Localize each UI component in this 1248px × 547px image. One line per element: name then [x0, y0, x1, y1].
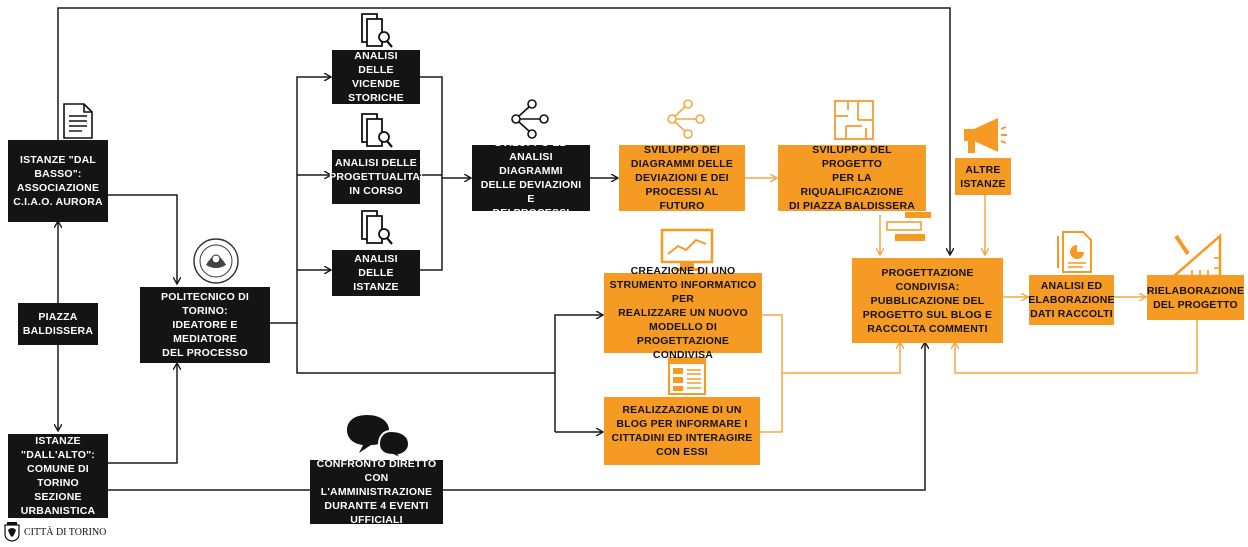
node-analisi-istanze-label: ANALISI DELLE ISTANZE: [353, 253, 399, 293]
node-altre-istanze-label: ALTRE ISTANZE: [960, 163, 1006, 190]
node-sviluppo-analisi-label: SVILUPPO ED ANALISI DIAGRAMMI DELLE DEVI…: [480, 137, 582, 219]
node-analisi-istanze: ANALISI DELLE ISTANZE: [332, 250, 420, 296]
node-sviluppo-analisi: SVILUPPO ED ANALISI DIAGRAMMI DELLE DEVI…: [472, 137, 590, 219]
ruler-pencil-icon: [1170, 233, 1222, 278]
node-analisi-dati-label: ANALISI ED ELABORAZIONE DATI RACCOLTI: [1028, 280, 1115, 320]
report-icon: [1057, 231, 1092, 273]
node-sviluppo-progetto-label: SVILUPPO DEL PROGETTO PER LA RIQUALIFICA…: [788, 144, 916, 212]
node-altre-istanze: ALTRE ISTANZE: [955, 158, 1011, 195]
dark-connectors: [58, 7, 950, 491]
node-sviluppo-futuro-label: SVILUPPO DEI DIAGRAMMI DELLE DEVIAZIONI …: [630, 144, 734, 212]
node-analisi-dati: ANALISI ED ELABORAZIONE DATI RACCOLTI: [1028, 275, 1115, 325]
node-politecnico-label: POLITECNICO DI TORINO: IDEATORE E MEDIAT…: [161, 291, 249, 359]
node-strumento-informatico-label: CREAZIONE DI UNO STRUMENTO INFORMATICO P…: [609, 265, 757, 361]
megaphone-icon: [964, 118, 1007, 153]
logo-text: CITTÀ DI TORINO: [24, 526, 107, 538]
network-icon: [667, 99, 705, 139]
node-istanze-dall-alto: ISTANZE "DALL'ALTO": COMUNE DI TORINO SE…: [8, 434, 108, 518]
search-document-icon: [361, 13, 393, 48]
node-piazza-baldissera-label: PIAZZA BALDISSERA: [22, 311, 94, 337]
orange-connectors: [745, 178, 1198, 433]
node-istanze-dal-basso-label: ISTANZE "DAL BASSO": ASSOCIAZIONE C.I.A.…: [13, 154, 103, 208]
search-document-icon: [361, 210, 393, 245]
node-rielaborazione-label: RIELABORAZIONE DEL PROGETTO: [1146, 284, 1245, 311]
seal-icon: [193, 238, 239, 284]
blog-page-icon: [668, 357, 706, 395]
comments-icon: [886, 212, 931, 241]
node-progettazione-condivisa: PROGETTAZIONE CONDIVISA: PUBBLICAZIONE D…: [852, 258, 1003, 343]
network-icon: [511, 99, 549, 139]
node-analisi-vicende-label: ANALISI DELLE VICENDE STORICHE: [348, 50, 404, 104]
node-blog: REALIZZAZIONE DI UN BLOG PER INFORMARE I…: [604, 397, 760, 465]
node-analisi-progettualita-label: ANALISI DELLE PROGETTUALITA' IN CORSO: [329, 157, 423, 197]
node-rielaborazione: RIELABORAZIONE DEL PROGETTO: [1147, 275, 1244, 320]
torino-crest-icon: [4, 522, 20, 542]
node-confronto-label: CONFRONTO DIRETTO CON L'AMMINISTRAZIONE …: [316, 458, 437, 526]
node-sviluppo-progetto: SVILUPPO DEL PROGETTO PER LA RIQUALIFICA…: [778, 144, 926, 212]
node-analisi-vicende: ANALISI DELLE VICENDE STORICHE: [332, 50, 420, 104]
node-analisi-progettualita: ANALISI DELLE PROGETTUALITA' IN CORSO: [329, 150, 423, 204]
node-piazza-baldissera: PIAZZA BALDISSERA: [18, 303, 98, 345]
node-progettazione-condivisa-label: PROGETTAZIONE CONDIVISA: PUBBLICAZIONE D…: [862, 266, 993, 335]
node-istanze-dal-basso: ISTANZE "DAL BASSO": ASSOCIAZIONE C.I.A.…: [8, 140, 108, 222]
node-politecnico: POLITECNICO DI TORINO: IDEATORE E MEDIAT…: [140, 287, 270, 363]
floorplan-icon: [834, 100, 874, 140]
monitor-chart-icon: [660, 228, 714, 271]
search-document-icon: [361, 113, 393, 148]
node-sviluppo-futuro: SVILUPPO DEI DIAGRAMMI DELLE DEVIAZIONI …: [619, 144, 745, 212]
citta-di-torino-logo: CITTÀ DI TORINO: [4, 522, 106, 542]
node-confronto: CONFRONTO DIRETTO CON L'AMMINISTRAZIONE …: [310, 458, 443, 526]
document-icon: [63, 103, 93, 139]
node-istanze-dall-alto-label: ISTANZE "DALL'ALTO": COMUNE DI TORINO SE…: [20, 435, 96, 517]
chat-bubbles-icon: [347, 415, 411, 459]
node-strumento-informatico: CREAZIONE DI UNO STRUMENTO INFORMATICO P…: [604, 265, 762, 361]
node-blog-label: REALIZZAZIONE DI UN BLOG PER INFORMARE I…: [611, 404, 753, 458]
